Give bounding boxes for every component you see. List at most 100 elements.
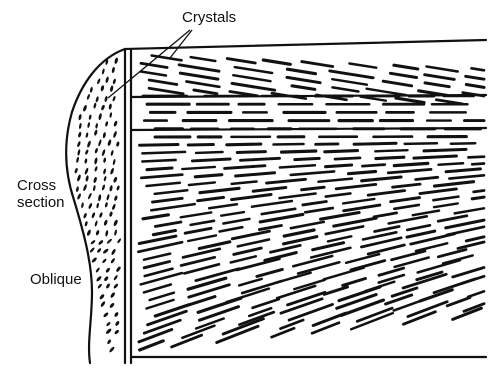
cross-section-crystal xyxy=(74,168,78,174)
cross-section-crystal xyxy=(100,104,105,110)
cross-section-crystal xyxy=(85,149,89,155)
longitudinal-crystal xyxy=(324,287,347,294)
longitudinal-crystal xyxy=(179,65,219,71)
cross-section-crystal xyxy=(77,149,81,156)
cross-section-crystal xyxy=(95,123,98,129)
cross-section-crystal xyxy=(78,132,82,138)
longitudinal-crystal xyxy=(196,269,239,281)
longitudinal-crystal xyxy=(466,237,484,241)
longitudinal-crystal xyxy=(351,261,385,270)
cross-section-crystal xyxy=(84,158,87,164)
longitudinal-crystal xyxy=(292,86,315,90)
longitudinal-crystal xyxy=(143,215,168,219)
longitudinal-crystal xyxy=(291,222,324,228)
longitudinal-crystal xyxy=(420,189,456,194)
longitudinal-crystal xyxy=(232,231,269,239)
cross-section-crystal xyxy=(83,184,88,192)
cross-section-crystal xyxy=(105,283,110,289)
longitudinal-crystal xyxy=(252,201,292,207)
longitudinal-crystal xyxy=(455,208,484,213)
cross-section-crystal xyxy=(86,94,90,100)
longitudinal-crystal xyxy=(144,254,170,260)
cross-section-crystal xyxy=(103,157,107,163)
longitudinal-crystal xyxy=(469,157,485,158)
longitudinal-crystal xyxy=(414,156,457,158)
cross-section-crystal xyxy=(84,221,88,227)
longitudinal-crystal xyxy=(326,193,351,196)
longitudinal-crystal xyxy=(388,169,431,173)
longitudinal-crystal xyxy=(466,76,484,79)
cross-section-crystal xyxy=(112,96,116,102)
longitudinal-crystal xyxy=(335,158,360,159)
longitudinal-crystal xyxy=(236,173,275,176)
longitudinal-crystal xyxy=(363,232,396,239)
longitudinal-crystal xyxy=(416,243,447,251)
cross-section-crystal xyxy=(109,112,112,118)
longitudinal-crystal xyxy=(368,245,404,254)
longitudinal-crystal xyxy=(413,211,439,216)
cross-section-crystal xyxy=(115,266,121,273)
cross-section-crystal xyxy=(113,120,118,127)
longitudinal-crystal xyxy=(188,145,213,146)
cross-section-crystal xyxy=(94,129,98,136)
longitudinal-crystal xyxy=(362,165,384,167)
longitudinal-crystal xyxy=(155,222,181,226)
longitudinal-crystal xyxy=(209,204,237,208)
cross-section-crystal xyxy=(103,176,107,182)
longitudinal-crystal xyxy=(139,330,172,342)
longitudinal-crystal xyxy=(295,158,319,159)
longitudinal-crystal xyxy=(336,184,376,188)
longitudinal-crystal xyxy=(153,198,183,202)
longitudinal-crystal xyxy=(349,172,376,174)
cross-section-crystal xyxy=(108,103,112,109)
cross-section-crystal xyxy=(93,185,96,191)
longitudinal-crystal xyxy=(344,205,380,211)
longitudinal-crystal xyxy=(424,149,466,151)
cross-section-crystal xyxy=(114,311,119,317)
cross-section-crystal xyxy=(109,302,115,308)
longitudinal-crystal xyxy=(472,68,485,70)
longitudinal-crystal xyxy=(253,299,279,308)
longitudinal-crystal xyxy=(449,175,484,178)
longitudinal-crystal xyxy=(396,98,424,103)
cross-section-crystal xyxy=(114,57,119,64)
longitudinal-crystal xyxy=(235,67,272,73)
longitudinal-crystal xyxy=(191,57,216,61)
longitudinal-crystal xyxy=(383,81,411,86)
longitudinal-crystal xyxy=(142,152,185,154)
cross-section-crystal xyxy=(110,150,114,156)
cross-section-crystal xyxy=(87,193,92,200)
longitudinal-crystal xyxy=(144,262,169,268)
cross-section-crystal xyxy=(85,175,89,182)
cross-section-crystal xyxy=(111,248,117,255)
longitudinal-crystal xyxy=(453,268,484,278)
cross-section-crystal xyxy=(95,230,100,236)
cross-section-crystal xyxy=(100,301,106,308)
cross-section-crystal xyxy=(106,321,112,326)
cross-section-crystal xyxy=(106,194,110,201)
cross-section-crystal xyxy=(96,203,99,209)
cross-section-crystal xyxy=(82,105,87,112)
cross-section-crystal xyxy=(87,122,91,128)
longitudinal-crystal xyxy=(379,268,404,275)
longitudinal-crystal xyxy=(321,213,360,220)
longitudinal-crystal xyxy=(368,191,404,196)
longitudinal-crystal xyxy=(225,166,265,169)
cross-section-crystal xyxy=(93,102,97,108)
longitudinal-crystal xyxy=(155,190,188,194)
longitudinal-crystal xyxy=(188,235,216,241)
cross-section-crystal xyxy=(77,141,82,148)
cross-section-crystal xyxy=(105,328,112,335)
cross-section-crystal xyxy=(114,329,120,335)
longitudinal-crystal xyxy=(343,199,374,204)
cross-section-crystal xyxy=(105,76,109,83)
cross-section-crystal xyxy=(110,168,115,175)
cross-section-crystal xyxy=(102,132,106,138)
longitudinal-crystal xyxy=(333,87,359,91)
longitudinal-crystal xyxy=(367,89,406,95)
cross-section-crystal xyxy=(112,159,116,166)
cross-section-crystal xyxy=(101,68,105,75)
cross-section-crystal xyxy=(96,248,102,254)
